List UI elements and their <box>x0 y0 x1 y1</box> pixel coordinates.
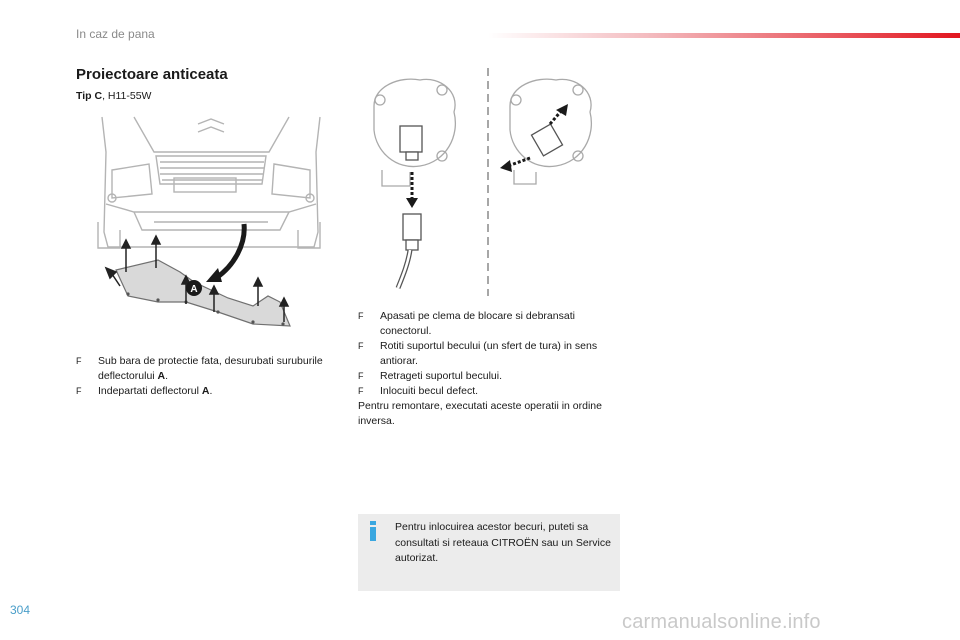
page-title: Proiectoare anticeata <box>76 66 228 83</box>
bullet-mark: F <box>358 371 364 381</box>
info-box <box>358 514 620 591</box>
removal-steps: F Sub bara de protectie fata, desurubati … <box>76 354 326 399</box>
bulb-spec: , H11-55W <box>102 90 152 102</box>
deflector-illustration: A <box>104 223 291 327</box>
step-item: F Sub bara de protectie fata, desurubati … <box>76 354 326 384</box>
step-text: Indepartati deflectorul <box>98 385 202 397</box>
info-icon <box>370 521 376 541</box>
step-text: Apasati pe clema de blocare si debransat… <box>380 310 575 337</box>
bullet-mark: F <box>76 386 82 396</box>
bulb-type: Tip C, H11-55W <box>76 90 151 102</box>
info-text: Pentru inlocuirea acestor becuri, puteti… <box>395 521 611 564</box>
step-item: F Inlocuiti becul defect. <box>358 384 620 399</box>
step-suffix: . <box>165 370 169 382</box>
step-ref: A <box>157 370 166 382</box>
deflector-label: A <box>190 284 197 295</box>
bullet-mark: F <box>358 386 364 396</box>
step-item: F Retrageti suportul becului. <box>358 369 620 384</box>
replacement-steps: F Apasati pe clema de blocare si debransa… <box>358 309 620 429</box>
step-item: F Rotiti suportul becului (un sfert de tu… <box>358 339 620 369</box>
bullet-mark: F <box>358 311 364 321</box>
fog-lamp-illustration <box>373 68 592 296</box>
bullet-mark: F <box>76 356 82 366</box>
step-suffix: . <box>209 385 213 397</box>
step-text: Inlocuiti becul defect. <box>380 385 479 397</box>
front-bumper-illustration <box>97 116 321 249</box>
header-accent-line <box>488 33 960 38</box>
step-text: Retrageti suportul becului. <box>380 370 502 382</box>
bullet-mark: F <box>358 341 364 351</box>
page-number: 304 <box>10 603 31 617</box>
step-item: F Indepartati deflectorul A. <box>76 384 326 399</box>
bulb-type-label: Tip C <box>76 90 103 102</box>
section-header: In caz de pana <box>76 27 155 41</box>
watermark: carmanualsonline.info <box>622 611 821 633</box>
reassembly-note: Pentru remontare, executati aceste opera… <box>358 400 602 427</box>
step-item: F Apasati pe clema de blocare si debransa… <box>358 309 620 339</box>
step-text: Sub bara de protectie fata, desurubati s… <box>98 355 323 382</box>
step-ref: A <box>201 385 210 397</box>
step-text: Rotiti suportul becului (un sfert de tur… <box>380 340 598 367</box>
